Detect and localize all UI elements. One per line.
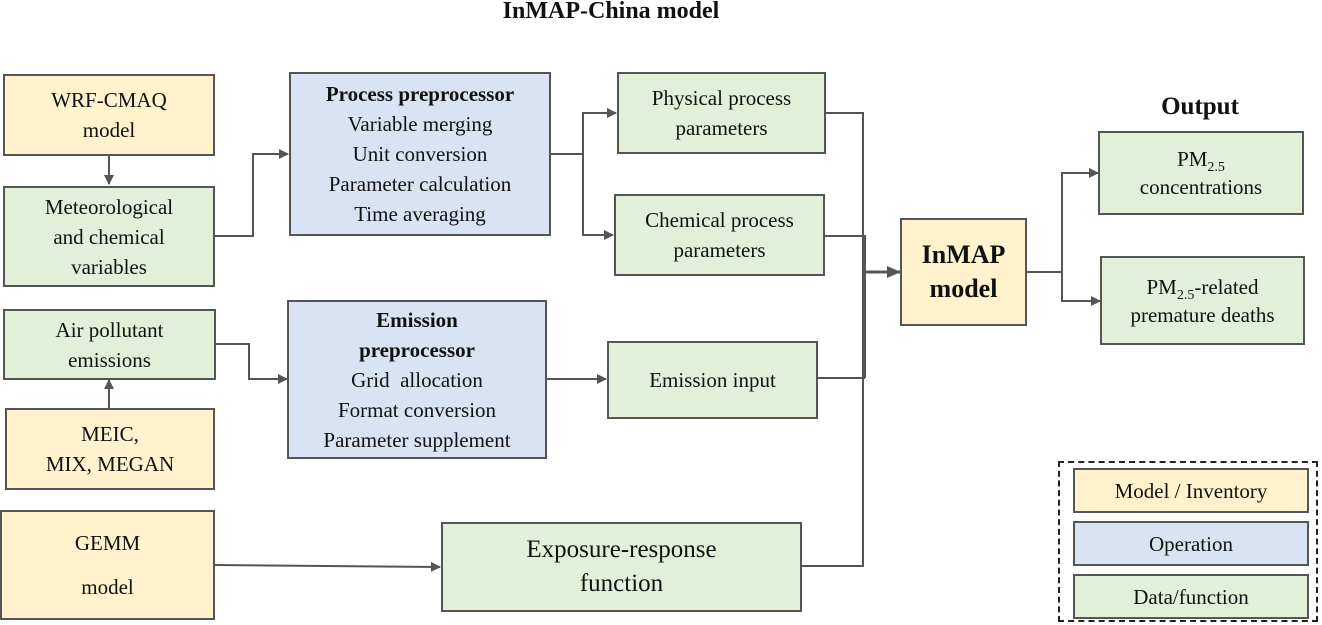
node-meic-line2: MIX, MEGAN xyxy=(45,452,175,476)
edge-process-to-chemical xyxy=(582,154,614,240)
node-process-pre-line1: Variable merging xyxy=(347,112,493,136)
node-exposure-line1: Exposure-response xyxy=(526,536,717,563)
edge-gemm-to-exposure xyxy=(214,561,441,572)
node-met-chem-line3: variables xyxy=(71,254,147,279)
pm-label: PM xyxy=(1146,274,1177,299)
node-emission-input-line1: Emission input xyxy=(649,368,776,392)
node-air-pollutant-emissions: Air pollutant emissions xyxy=(3,309,216,380)
node-inmap-line2: model xyxy=(929,274,998,303)
node-physical-line2: parameters xyxy=(675,116,768,140)
node-pm-conc-line2: concentrations xyxy=(1139,175,1263,199)
node-process-pre-line2: Unit conversion xyxy=(352,142,488,166)
legend-data-function-label: Data/function xyxy=(1133,584,1249,609)
node-meic-mix-megan: MEIC, MIX, MEGAN xyxy=(5,408,215,490)
output-heading: Output xyxy=(1161,93,1239,120)
node-inmap-line1: InMAP xyxy=(921,240,1006,269)
node-met-chem-variables: Meteorological and chemical variables xyxy=(3,186,215,287)
node-pm25-premature-deaths: PM2.5-related premature deaths xyxy=(1100,256,1305,345)
pm-suffix: -related xyxy=(1194,274,1259,299)
edge-met-to-process xyxy=(215,149,289,237)
edge-inmap-to-deaths xyxy=(1061,272,1101,306)
edge-air-to-emission xyxy=(216,343,288,384)
legend: Model / Inventory Operation Data/functio… xyxy=(1058,461,1318,622)
node-process-preprocessor: Process preprocessor Variable merging Un… xyxy=(289,72,551,236)
legend-operation: Operation xyxy=(1073,521,1309,566)
edge-inmap-to-conc xyxy=(1061,168,1099,272)
node-process-pre-line3: Parameter calculation xyxy=(328,172,512,196)
pm-subscript: 2.5 xyxy=(1207,160,1225,176)
pm-label: PM xyxy=(1177,147,1208,171)
node-process-pre-heading: Process preprocessor xyxy=(325,82,515,106)
node-chemical-line1: Chemical process xyxy=(645,208,794,232)
edge-chemical-bus xyxy=(820,235,866,378)
node-pm-deaths-line1: PM2.5-related xyxy=(1146,273,1259,303)
legend-model-inventory-label: Model / Inventory xyxy=(1114,478,1268,503)
node-pm25-concentrations: PM2.5 concentrations xyxy=(1098,131,1304,215)
node-chemical-process-parameters: Chemical process parameters xyxy=(614,194,825,276)
edge-process-to-physical xyxy=(582,108,617,154)
edge-physical-bus xyxy=(826,112,864,378)
node-met-chem-line2: and chemical xyxy=(53,224,165,249)
node-gemm-line2: model xyxy=(81,575,134,599)
node-meic-line1: MEIC, xyxy=(81,422,139,446)
node-gemm-line1: GEMM xyxy=(74,531,141,555)
node-exposure-response-function: Exposure-response function xyxy=(441,522,802,612)
node-emission-pre-heading2: preprocessor xyxy=(359,337,475,362)
node-emission-pre-line2: Format conversion xyxy=(337,397,497,422)
node-wrf-cmaq: WRF-CMAQ model xyxy=(3,74,215,156)
node-emission-input: Emission input xyxy=(607,341,818,419)
node-chemical-line2: parameters xyxy=(673,238,766,262)
pm-subscript: 2.5 xyxy=(1176,287,1195,303)
node-pm-deaths-line2: premature deaths xyxy=(1130,302,1275,327)
node-emission-preprocessor: Emission preprocessor Grid allocation Fo… xyxy=(287,300,547,459)
node-pm-conc-line1: PM2.5 xyxy=(1177,145,1225,176)
node-gemm-model: GEMM model xyxy=(0,510,215,620)
node-emission-pre-line1: Grid allocation xyxy=(351,367,483,392)
node-physical-line1: Physical process xyxy=(651,86,792,110)
node-process-pre-line4: Time averaging xyxy=(354,202,486,226)
edge-exposure-bus xyxy=(802,378,864,567)
node-air-pollutant-line2: emissions xyxy=(68,347,151,372)
node-wrf-cmaq-line1: WRF-CMAQ xyxy=(51,88,167,112)
legend-model-inventory: Model / Inventory xyxy=(1073,468,1309,513)
node-emission-pre-heading1: Emission xyxy=(376,307,458,332)
node-inmap-model: InMAP model xyxy=(900,218,1027,326)
diagram-title: InMAP-China model xyxy=(502,0,720,24)
node-physical-process-parameters: Physical process parameters xyxy=(617,72,826,154)
node-wrf-cmaq-line2: model xyxy=(82,118,136,142)
legend-data-function: Data/function xyxy=(1073,574,1309,619)
node-met-chem-line1: Meteorological xyxy=(44,194,174,219)
legend-operation-label: Operation xyxy=(1149,531,1233,556)
node-air-pollutant-line1: Air pollutant xyxy=(55,317,164,342)
node-exposure-line2: function xyxy=(579,570,664,597)
node-emission-pre-line3: Parameter supplement xyxy=(323,427,511,452)
